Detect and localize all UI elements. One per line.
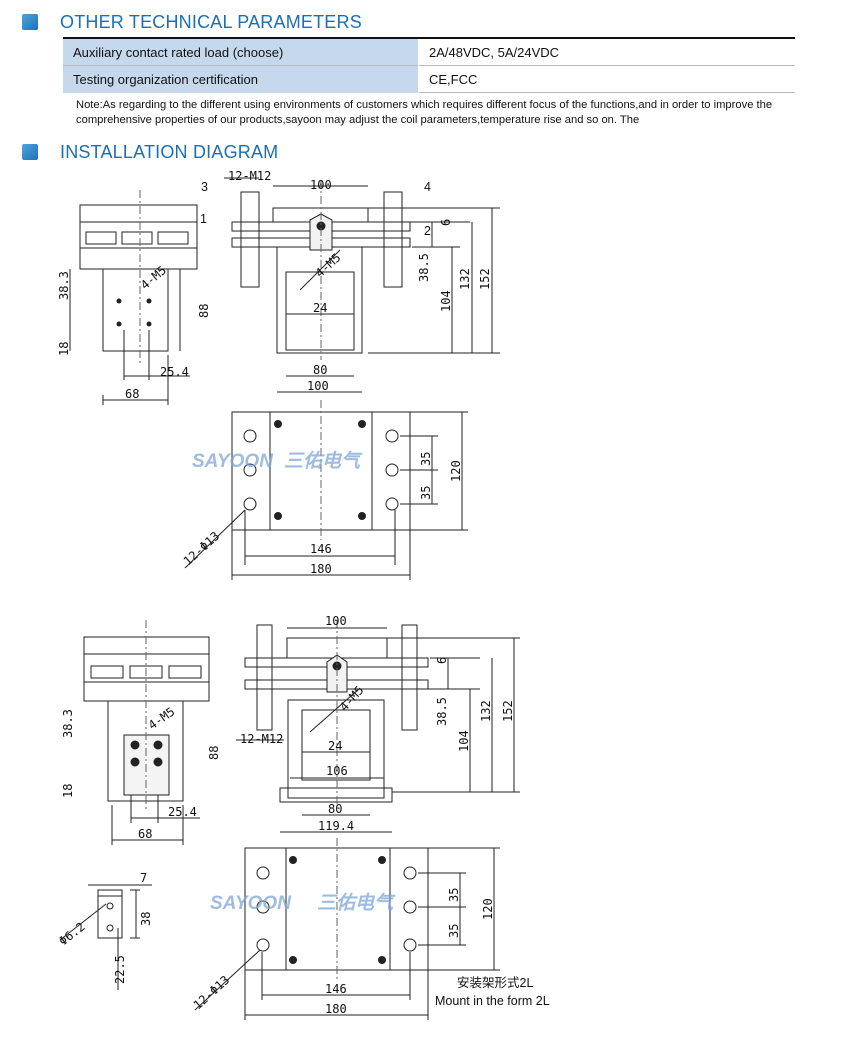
dim-side1-18: 18 xyxy=(57,342,71,356)
front-view-1 xyxy=(224,177,500,393)
dim-front1-152: 152 xyxy=(478,268,492,290)
dim-side1-38-3: 38.3 xyxy=(57,271,71,300)
label-base2-holes: 12-Φ13 xyxy=(191,973,233,1012)
dim-front1-38-5: 38.5 xyxy=(417,253,431,282)
label-side2-bolt: 4-M5 xyxy=(146,704,178,732)
dim-side2-88: 88 xyxy=(207,746,221,760)
dim-base2-146: 146 xyxy=(325,982,347,996)
dim-front1-24: 24 xyxy=(313,301,327,315)
watermark-cjk-2: 三佑电气 xyxy=(317,892,396,914)
label-base1-holes: 12-Φ13 xyxy=(181,529,223,568)
note-text: Note:As regarding to the different using… xyxy=(76,99,773,126)
side-view-1 xyxy=(69,190,198,405)
dim-bracket-38: 38 xyxy=(139,912,153,926)
dim-front1-100-bottom: 100 xyxy=(307,379,329,393)
dim-side2-18: 18 xyxy=(61,784,75,798)
dim-side2-38-3: 38.3 xyxy=(61,709,75,738)
dim-base2-180: 180 xyxy=(325,1002,347,1016)
param-label: Auxiliary contact rated load (choose) xyxy=(63,37,419,66)
dim-front2-80: 80 xyxy=(328,802,342,816)
dim-base1-180: 180 xyxy=(310,562,332,576)
label-side1-bolt: 4-M5 xyxy=(138,263,169,292)
watermark-latin-2: SAYOON xyxy=(210,893,292,914)
mount-caption-cn: 安装架形式2L xyxy=(457,975,533,990)
bracket-detail xyxy=(59,884,152,990)
watermark-latin-1: SAYOON xyxy=(192,451,274,472)
label-front1-coil-bolt: 4-M5 xyxy=(313,250,344,280)
side-view-2 xyxy=(83,620,210,845)
table-row: Auxiliary contact rated load (choose) 2A… xyxy=(63,37,795,66)
dim-side1-88: 88 xyxy=(197,304,211,318)
dim-front2-6: 6 xyxy=(435,657,449,664)
dim-base1-35a: 35 xyxy=(419,452,433,466)
param-label: Testing organization certification xyxy=(63,65,419,93)
base-plate-1 xyxy=(184,400,468,580)
dim-side2-25-4: 25.4 xyxy=(168,805,197,819)
dim-front2-104: 104 xyxy=(457,730,471,752)
param-value: 2A/48VDC, 5A/24VDC xyxy=(418,37,795,66)
section-header-other: OTHER TECHNICAL PARAMETERS xyxy=(22,10,362,34)
callout-3: 3 xyxy=(201,180,208,194)
dim-front2-106: 106 xyxy=(326,764,348,778)
watermark-cjk-1: 三佑电气 xyxy=(284,450,363,472)
section-title-other: OTHER TECHNICAL PARAMETERS xyxy=(60,11,362,32)
section-title-install: INSTALLATION DIAGRAM xyxy=(60,141,279,162)
callout-4: 4 xyxy=(424,180,431,194)
dim-base2-35a: 35 xyxy=(447,888,461,902)
dim-front2-24: 24 xyxy=(328,739,342,753)
dim-bracket-22-5: 22.5 xyxy=(113,955,127,984)
section-bullet-icon xyxy=(22,144,38,160)
base-plate-2 xyxy=(194,838,500,1020)
table-row: Testing organization certification CE,FC… xyxy=(63,65,795,93)
dim-base1-146: 146 xyxy=(310,542,332,556)
dim-side1-25-4: 25.4 xyxy=(160,365,189,379)
dim-front1-132: 132 xyxy=(458,268,472,290)
callout-2: 2 xyxy=(424,224,431,238)
dim-base2-35b: 35 xyxy=(447,924,461,938)
dim-front2-100: 100 xyxy=(325,614,347,628)
dim-side1-68: 68 xyxy=(125,387,139,401)
dim-front1-104: 104 xyxy=(439,290,453,312)
dim-front2-thread: 12-M12 xyxy=(240,732,283,746)
parameters-table: Auxiliary contact rated load (choose) 2A… xyxy=(63,37,795,93)
mount-caption-en: Mount in the form 2L xyxy=(435,994,550,1008)
callout-1: 1 xyxy=(200,212,207,226)
section-bullet-icon xyxy=(22,14,38,30)
dim-base1-35b: 35 xyxy=(419,486,433,500)
front-view-2 xyxy=(236,620,520,833)
dim-base2-120: 120 xyxy=(481,898,495,920)
param-value: CE,FCC xyxy=(418,65,795,93)
dim-front1-80: 80 xyxy=(313,363,327,377)
dim-bracket-phi6-2: Φ6.2 xyxy=(56,920,87,949)
dim-bracket-7: 7 xyxy=(140,871,147,885)
dim-front1-100-top: 100 xyxy=(310,178,332,192)
section-header-install: INSTALLATION DIAGRAM xyxy=(22,140,278,164)
dim-front2-152: 152 xyxy=(501,700,515,722)
dim-front2-132: 132 xyxy=(479,700,493,722)
dim-front2-119-4: 119.4 xyxy=(318,819,354,833)
dim-front1-thread: 12-M12 xyxy=(228,169,271,183)
dim-side2-68: 68 xyxy=(138,827,152,841)
dim-front1-6: 6 xyxy=(439,219,453,226)
dim-front2-38-5: 38.5 xyxy=(435,697,449,726)
dim-base1-120: 120 xyxy=(449,460,463,482)
